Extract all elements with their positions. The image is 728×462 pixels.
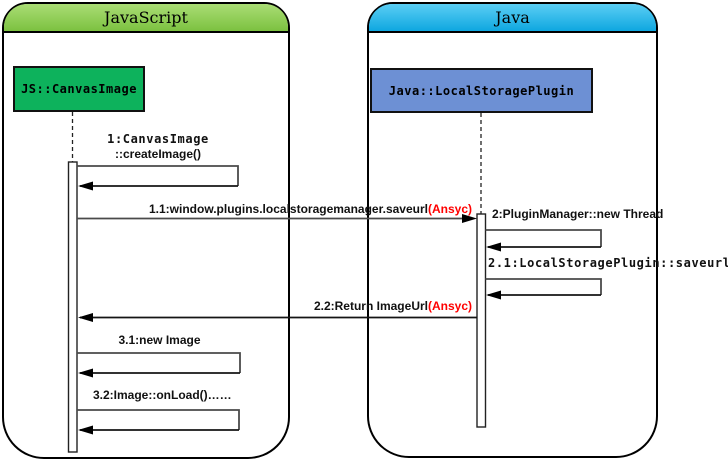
message-1-label-line2: ::createImage() bbox=[114, 147, 202, 161]
message-1-1-label-text: 1.1:window.plugins.localstoragemanager.s… bbox=[149, 202, 428, 216]
message-2-1-label: 2.1:LocalStoragePlugin::saveurl bbox=[488, 256, 728, 271]
message-2-label: 2:PluginManager::new Thread bbox=[492, 207, 663, 222]
object-js-canvasimage-label: JS::CanvasImage bbox=[21, 82, 137, 96]
frame-javascript-header: JavaScript bbox=[4, 4, 288, 33]
object-js-canvasimage: JS::CanvasImage bbox=[13, 66, 145, 112]
message-3-2-label-text: 3.2:Image::onLoad()…… bbox=[93, 388, 232, 402]
message-2-label-text: 2:PluginManager::new Thread bbox=[492, 207, 664, 221]
message-1-label-line1: 1:CanvasImage bbox=[107, 132, 209, 146]
message-2-2-label: 2.2:Return ImageUrl(Ansyc) bbox=[100, 299, 472, 314]
message-1-label: 1:CanvasImage ::createImage() bbox=[77, 132, 239, 162]
message-3-1-label: 3.1:new Image bbox=[77, 333, 242, 348]
object-java-localstorageplugin: Java::LocalStoragePlugin bbox=[370, 68, 593, 113]
message-2-2-label-text: 2.2:Return ImageUrl bbox=[313, 299, 428, 313]
message-1-1-label: 1.1:window.plugins.localstoragemanager.s… bbox=[77, 202, 472, 217]
message-2-2-async-annotation: (Ansyc) bbox=[427, 299, 472, 313]
frame-java-header: Java bbox=[369, 4, 656, 33]
frame-java: Java bbox=[367, 2, 658, 458]
frame-javascript-title: JavaScript bbox=[104, 8, 188, 27]
message-2-1-label-text: 2.1:LocalStoragePlugin::saveurl bbox=[488, 256, 728, 270]
message-1-1-async-annotation: (Ansyc) bbox=[427, 202, 472, 216]
object-java-localstorageplugin-label: Java::LocalStoragePlugin bbox=[388, 83, 575, 98]
frame-java-title: Java bbox=[495, 8, 530, 27]
message-3-2-label: 3.2:Image::onLoad()…… bbox=[93, 388, 232, 403]
message-3-1-label-text: 3.1:new Image bbox=[118, 333, 201, 347]
